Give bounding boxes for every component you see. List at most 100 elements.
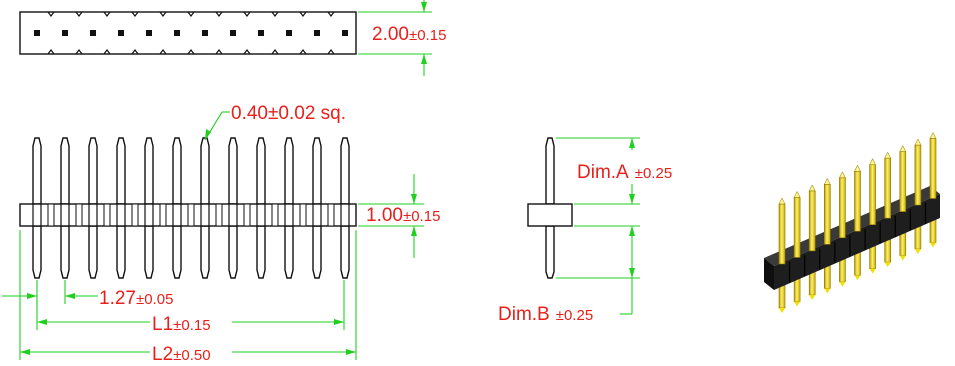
housing-notch-bottom [271,49,279,55]
render-pin-lower [808,270,816,296]
render-housing-top [764,186,940,266]
render-pin-upper [823,184,831,245]
render-housing-front [774,194,940,290]
render-pin-upper-tip [793,190,801,198]
side-view: Dim.A±0.25 Dim.B±0.25 [498,137,672,325]
render-pin-upper [793,197,801,258]
dim-b-arrow-top [629,226,635,236]
l1-label: L1±0.15 [152,314,211,335]
housing-slot [159,203,167,227]
pin-hole [62,30,68,36]
render-pin-lower-tip [824,288,831,294]
pitch-label: 1.27±0.05 [99,288,173,309]
pin-upper [144,137,154,205]
render-pin-upper-tip [884,151,892,159]
pin-lower [200,225,210,279]
pin-size-arrow [205,129,211,140]
render-pin-upper-tip [929,131,937,139]
housing-notch-top [271,11,279,17]
render-pin-upper [914,144,922,206]
top-view-pin-holes [34,11,348,55]
render-pin-lower-tip [869,268,876,274]
render-top-pins [778,131,937,265]
pin-upper [200,137,210,205]
render-pin-upper [869,164,876,225]
housing-notch-top [187,11,195,17]
top-view: 2.00±0.15 [19,0,446,76]
render-housing-notches [788,202,927,283]
render-pin-lower [869,244,876,269]
pin-hole [258,30,264,36]
side-view-housing [527,203,573,227]
housing-notch-bottom [75,49,83,55]
dim-a-arrow-top [629,138,635,148]
housing-notch-bottom [131,49,139,55]
pin-lower [256,225,266,279]
render-pin-upper-tip [778,197,786,205]
pin-hole [230,30,236,36]
pin-lower [60,225,70,279]
housing-slot [187,203,195,227]
render-pin-lower [778,283,786,309]
pitch-arrow-right [65,293,75,299]
render-pin-upper [929,138,937,199]
render-pin-upper [899,151,907,212]
housing-slot [299,203,307,227]
pin-lower [116,225,126,279]
dim-b-arrow-bottom [629,268,635,278]
render-pin-lower-tip [914,249,921,255]
housing-slot [215,203,223,227]
height-arrow-top [421,2,427,12]
connector-3d-render [764,131,940,313]
pin-hole [314,30,320,36]
pin-hole [342,30,348,36]
housing-notch-bottom [159,49,167,55]
housing-notch-top [159,11,167,17]
housing-slot [75,203,83,227]
dim-a-arrow-bottom [629,194,635,204]
pin-upper [312,137,322,205]
housing-notch-bottom [215,49,223,55]
render-pin-lower-tip [899,255,906,261]
render-pin-upper-tip [854,164,861,172]
housing-notch-top [243,11,251,17]
pin-lower [228,225,238,279]
pin-upper [60,137,70,205]
housing-notch-top [327,11,335,17]
housing-notch-bottom [187,49,195,55]
housing-notch-top [75,11,83,17]
render-pin-lower-tip [779,308,785,313]
pin-size-label: 0.40±0.02 sq. [231,103,346,124]
render-pin-lower [793,277,801,302]
body-height-arrow-top [411,194,417,204]
housing-notch-bottom [327,49,335,55]
housing-slot [243,203,251,227]
pin-lower [32,225,42,279]
pin-hole [118,30,124,36]
render-bottom-pins [778,218,937,313]
pin-lower [340,225,350,279]
housing-notch-top [103,11,111,17]
pin-upper [284,137,294,205]
l1-arrow-right [334,319,344,325]
height-arrow-bottom [421,54,427,64]
render-pin-upper [778,203,786,265]
top-view-housing [19,11,357,55]
front-view-housing-slots [32,203,350,227]
pin-upper [116,137,126,205]
side-view-pin-bottom [545,225,555,279]
render-pin-upper-tip [899,145,907,152]
pin-lower [144,225,154,279]
body-height-label: 1.00±0.15 [366,205,440,226]
pin-lower [284,225,294,279]
render-pin-lower-tip [854,275,861,281]
l2-arrow-right [346,349,356,355]
front-view: 0.40±0.02 sq. 1.00±0.15 1.27±0.05 L1±0.1… [2,103,440,365]
render-pin-upper-tip [823,177,831,185]
pin-hole [286,30,292,36]
housing-slot [47,203,55,227]
render-pin-upper [884,157,892,219]
render-pin-lower [914,224,922,250]
pin-hole [174,30,180,36]
